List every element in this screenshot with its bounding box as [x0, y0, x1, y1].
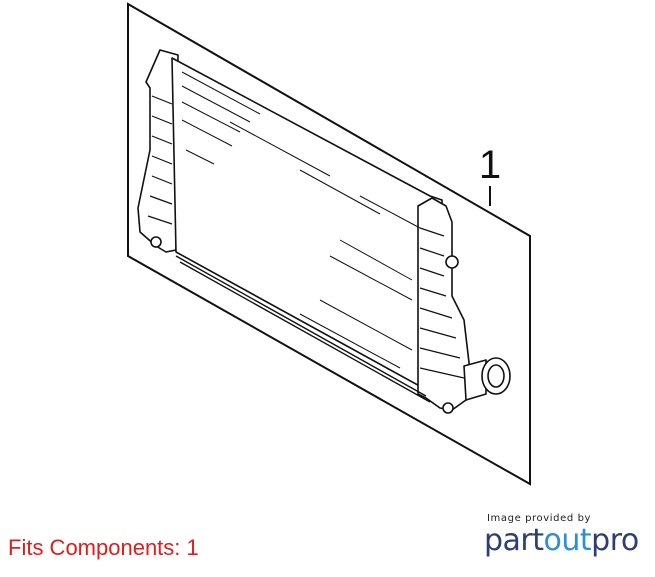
image-credit-text: Image provided by	[487, 513, 592, 524]
brand-out: out	[543, 523, 592, 558]
fits-components-text: Fits Components: 1	[8, 535, 199, 560]
right-lower-mount	[442, 402, 454, 414]
brand-pro: pro	[591, 523, 639, 558]
left-mount	[150, 236, 162, 248]
brand-part: part	[484, 523, 544, 558]
core-fins	[181, 71, 421, 369]
parts-diagram: 1	[127, 2, 531, 486]
tank-ribs	[147, 95, 465, 379]
intercooler-part	[137, 49, 511, 414]
partoutpro-logo: partoutpro	[484, 523, 639, 558]
diagram-panel	[127, 2, 531, 486]
callout-label: 1	[479, 143, 501, 187]
right-mount	[445, 255, 459, 269]
core-bottom-edge	[175, 255, 431, 403]
outlet-pipe	[463, 359, 487, 401]
